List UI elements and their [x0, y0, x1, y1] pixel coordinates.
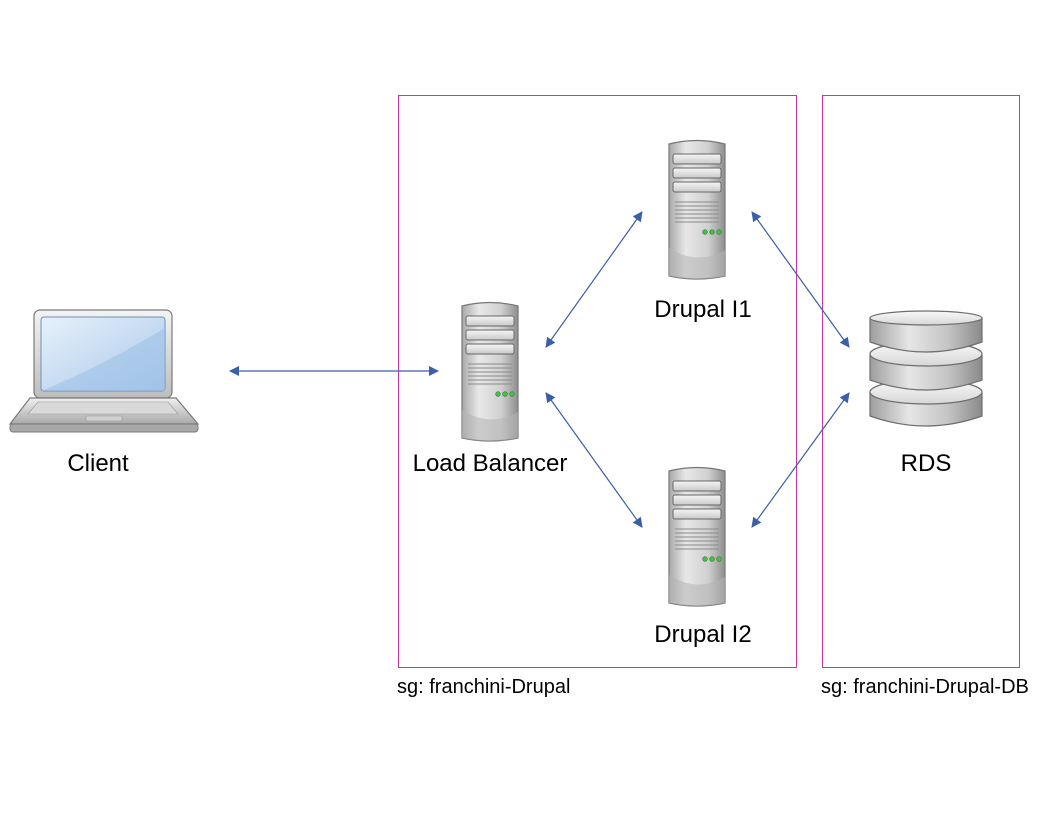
database-icon	[869, 310, 983, 427]
edge-loadbalancer-drupal1	[545, 211, 643, 348]
edge-drupal1-rds	[751, 211, 850, 348]
security-group-db-label: sg: franchini-Drupal-DB	[821, 676, 1029, 698]
laptop-icon	[8, 309, 200, 433]
edge-loadbalancer-drupal2	[545, 392, 643, 528]
security-group-db-box	[822, 95, 1020, 668]
edge-drupal2-rds	[751, 392, 850, 528]
load-balancer-label: Load Balancer	[412, 450, 568, 477]
client-label: Client	[67, 450, 129, 477]
load-balancer-server-icon	[461, 301, 519, 442]
drupal1-label: Drupal I1	[654, 296, 752, 323]
drupal2-server-icon	[668, 466, 726, 607]
rds-label: RDS	[900, 450, 952, 477]
drupal2-label: Drupal I2	[654, 621, 752, 648]
drupal1-server-icon	[668, 139, 726, 280]
security-group-app-box	[398, 95, 797, 668]
security-group-app-label: sg: franchini-Drupal	[397, 676, 571, 698]
